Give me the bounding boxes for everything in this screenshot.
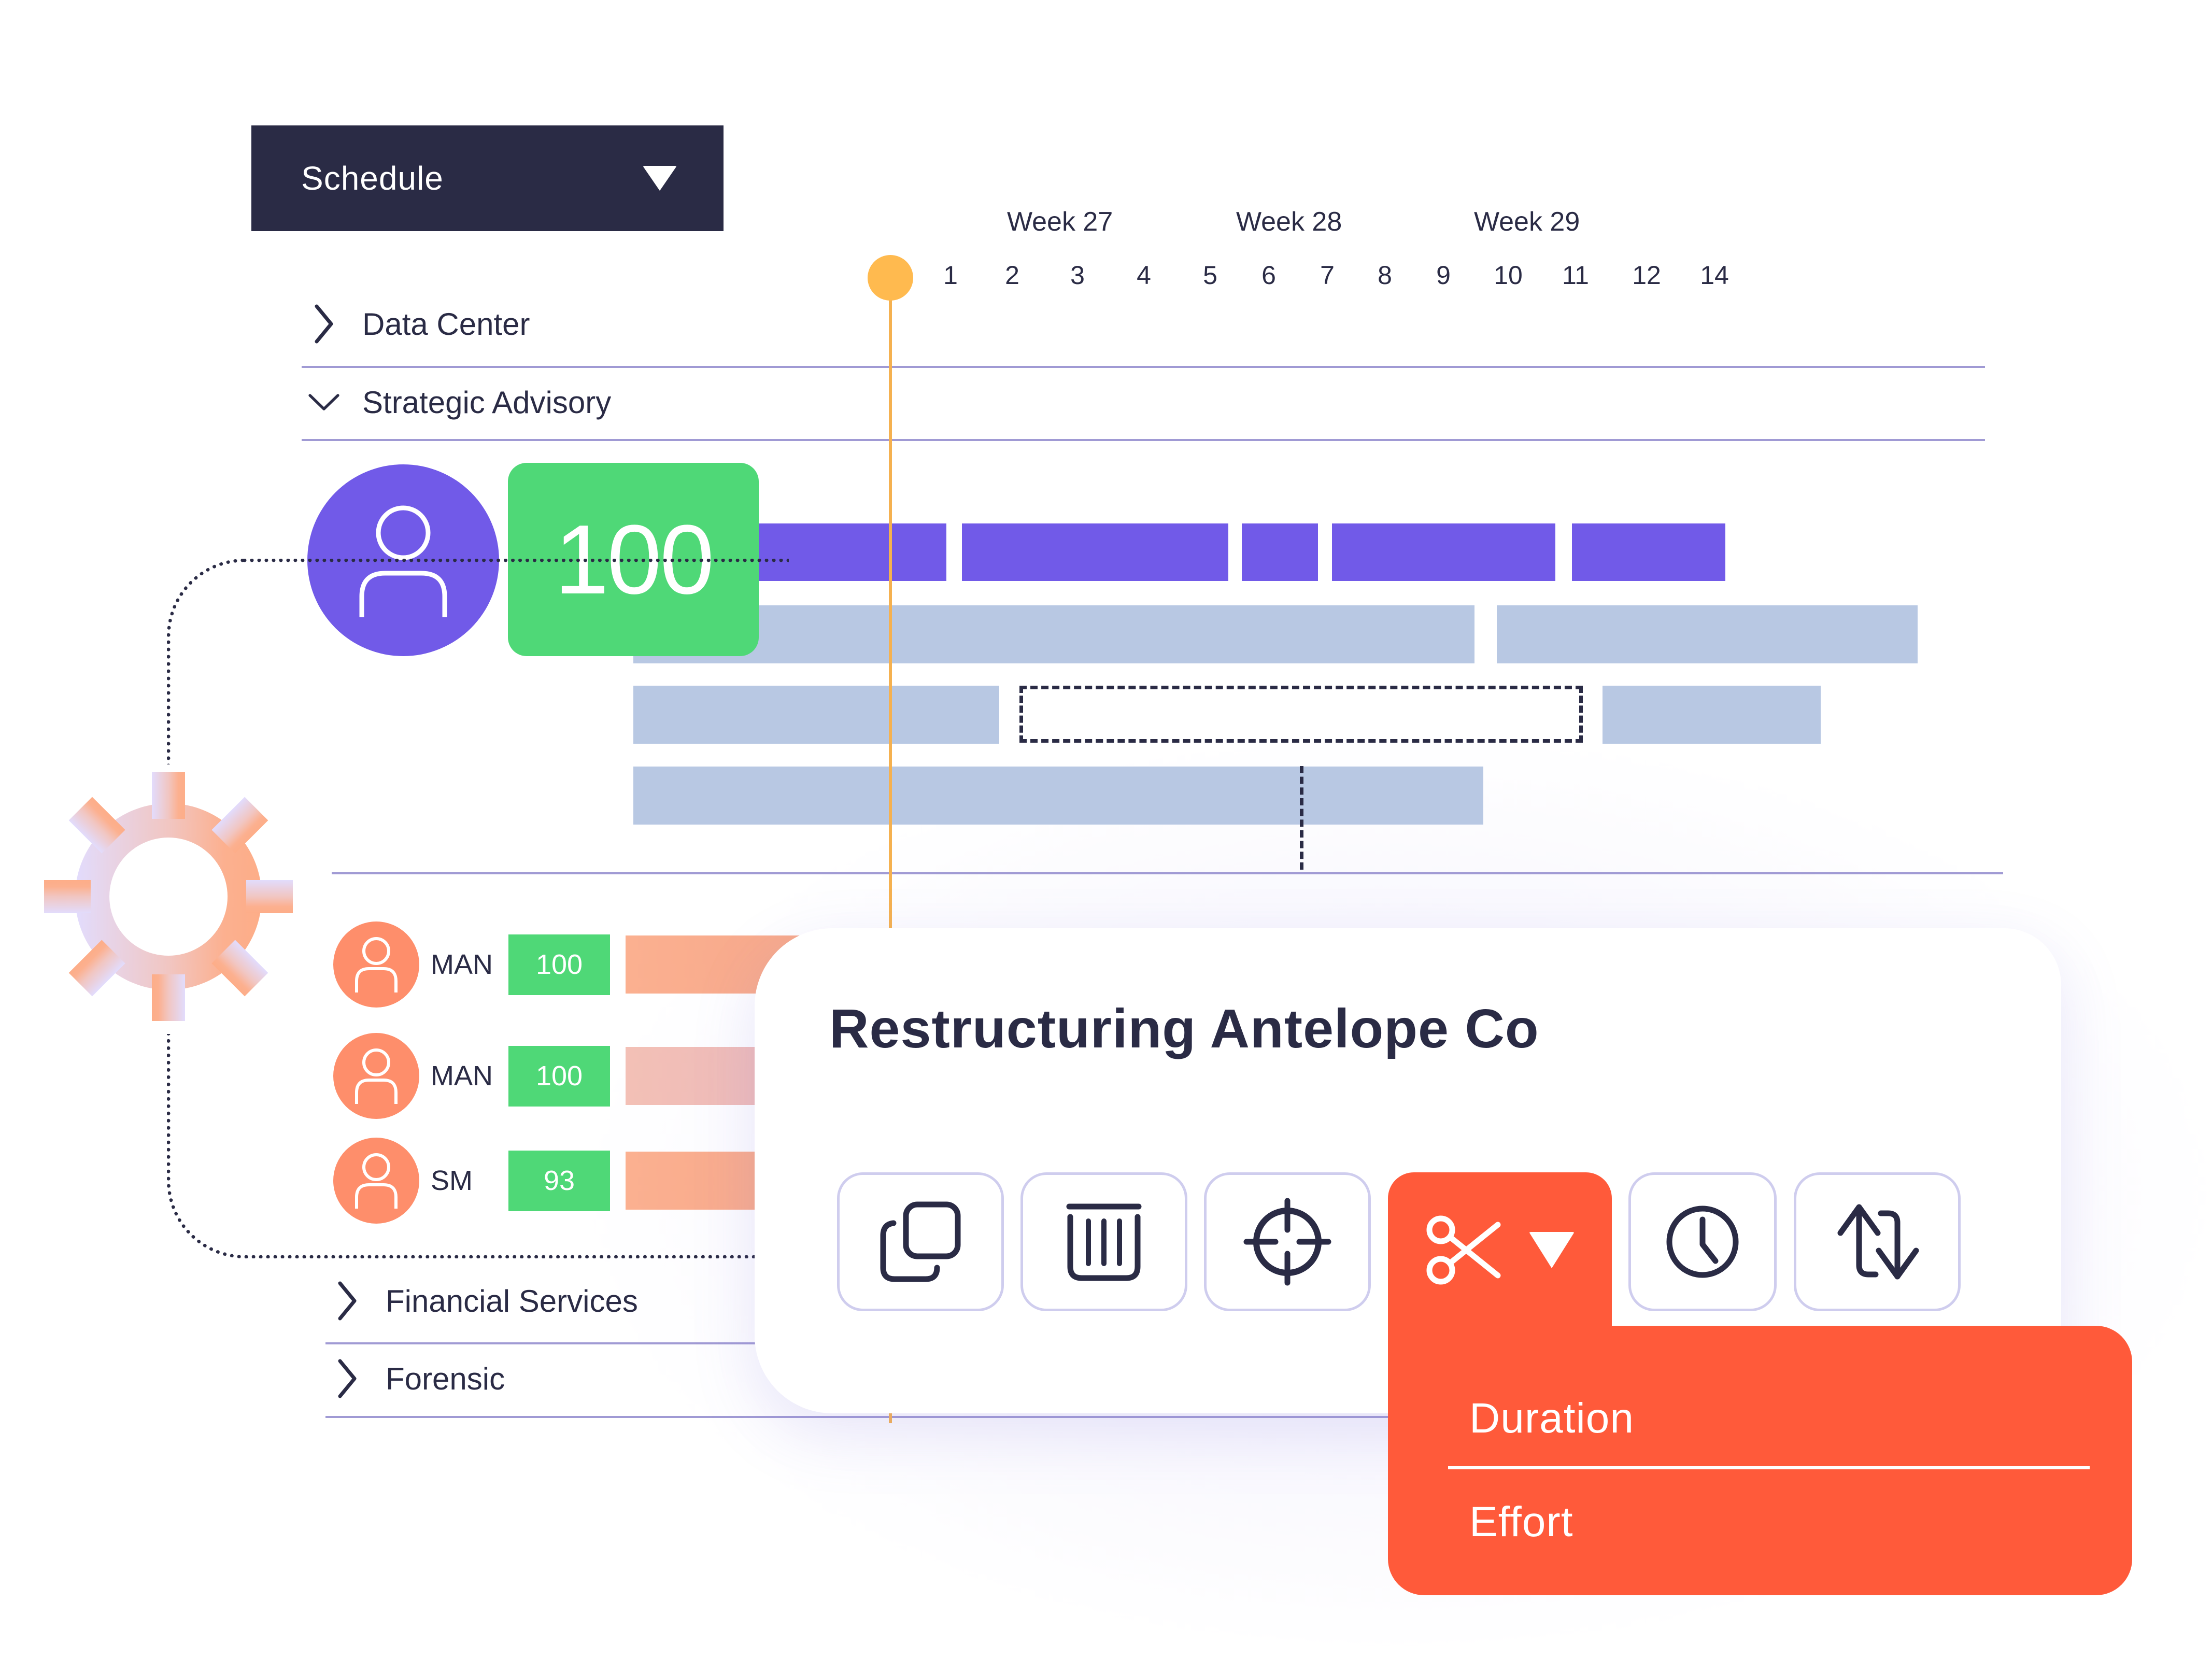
user-icon [359,505,447,617]
dependency-line [1300,766,1303,870]
group-label: Data Center [362,306,530,342]
swap-arrows-icon [1837,1204,1919,1280]
split-menu [1388,1326,2132,1595]
user-icon [355,1153,398,1209]
schedule-dropdown[interactable]: Schedule [251,125,724,231]
resource-score: 100 [508,1045,610,1107]
day-label: 4 [1137,261,1151,290]
menu-item-effort[interactable]: Effort [1469,1498,1573,1545]
trash-icon [1066,1203,1142,1281]
row-divider [325,1416,1414,1418]
allocation-bar[interactable] [1603,686,1821,744]
week-label: Week 29 [1474,207,1580,237]
crosshair-icon [1243,1198,1331,1286]
day-label: 2 [1005,261,1019,290]
day-label: 9 [1436,261,1451,290]
avatar [333,921,419,1008]
day-label: 11 [1562,261,1589,290]
copy-button[interactable] [837,1172,1004,1311]
group-row-forensic[interactable]: Forensic [332,1358,505,1399]
user-icon [355,1048,398,1104]
group-label: Forensic [386,1361,505,1396]
swap-button[interactable] [1794,1172,1961,1311]
row-divider [325,1342,792,1344]
resource-role: MAN [431,949,493,980]
chevron-right-icon [332,1280,363,1322]
week-label: Week 27 [1007,207,1113,237]
task-bar[interactable] [962,523,1228,581]
schedule-dropdown-label: Schedule [301,160,444,197]
allocation-bar[interactable] [633,767,1483,825]
group-row-data-center[interactable]: Data Center [308,303,530,345]
group-label: Strategic Advisory [362,385,612,420]
allocation-bar[interactable] [633,686,999,744]
locate-button[interactable] [1204,1172,1371,1311]
row-divider [302,366,1985,368]
resource-role: MAN [431,1060,493,1091]
clock-icon [1666,1206,1739,1278]
day-label: 8 [1378,261,1392,290]
day-label: 3 [1070,261,1085,290]
delete-button[interactable] [1020,1172,1187,1311]
group-row-financial-services[interactable]: Financial Services [332,1280,638,1322]
resource-row[interactable]: MAN 100 [333,1033,833,1119]
split-dropdown-button[interactable] [1388,1172,1612,1328]
copy-icon [880,1201,961,1282]
today-line [889,290,892,1423]
day-label: 7 [1320,261,1335,290]
day-label: 14 [1700,261,1729,290]
task-card-title: Restructuring Antelope Co [829,998,1539,1059]
resource-score: 93 [508,1150,610,1211]
resource-score: 100 [508,934,610,995]
day-label: 5 [1203,261,1217,290]
caret-down-icon [1529,1232,1575,1268]
scissors-icon [1426,1215,1501,1285]
day-label: 12 [1632,261,1661,290]
user-icon [355,937,398,992]
avatar [333,1033,419,1119]
chevron-down-icon [308,381,339,423]
menu-divider [1448,1466,2090,1469]
avatar [333,1138,419,1224]
resource-role: SM [431,1165,473,1196]
day-label: 10 [1494,261,1523,290]
row-divider [302,439,1985,441]
group-row-strategic-advisory[interactable]: Strategic Advisory [308,381,611,423]
day-label: 6 [1261,261,1276,290]
gear-icon [44,772,293,1021]
placeholder-slot[interactable] [1019,686,1583,743]
day-label: 1 [943,261,958,290]
chevron-right-icon [332,1358,363,1399]
task-bar[interactable] [1572,523,1725,581]
week-label: Week 28 [1236,207,1342,237]
allocation-bar[interactable] [1497,605,1918,663]
menu-item-duration[interactable]: Duration [1469,1395,1634,1442]
today-marker[interactable] [868,255,913,301]
row-divider [332,872,2003,874]
group-label: Financial Services [386,1283,638,1318]
time-button[interactable] [1628,1172,1777,1311]
task-bar[interactable] [1332,523,1555,581]
task-bar[interactable] [1242,523,1318,581]
chevron-right-icon [308,303,339,345]
task-bar[interactable] [759,523,946,581]
caret-down-icon [643,166,677,191]
